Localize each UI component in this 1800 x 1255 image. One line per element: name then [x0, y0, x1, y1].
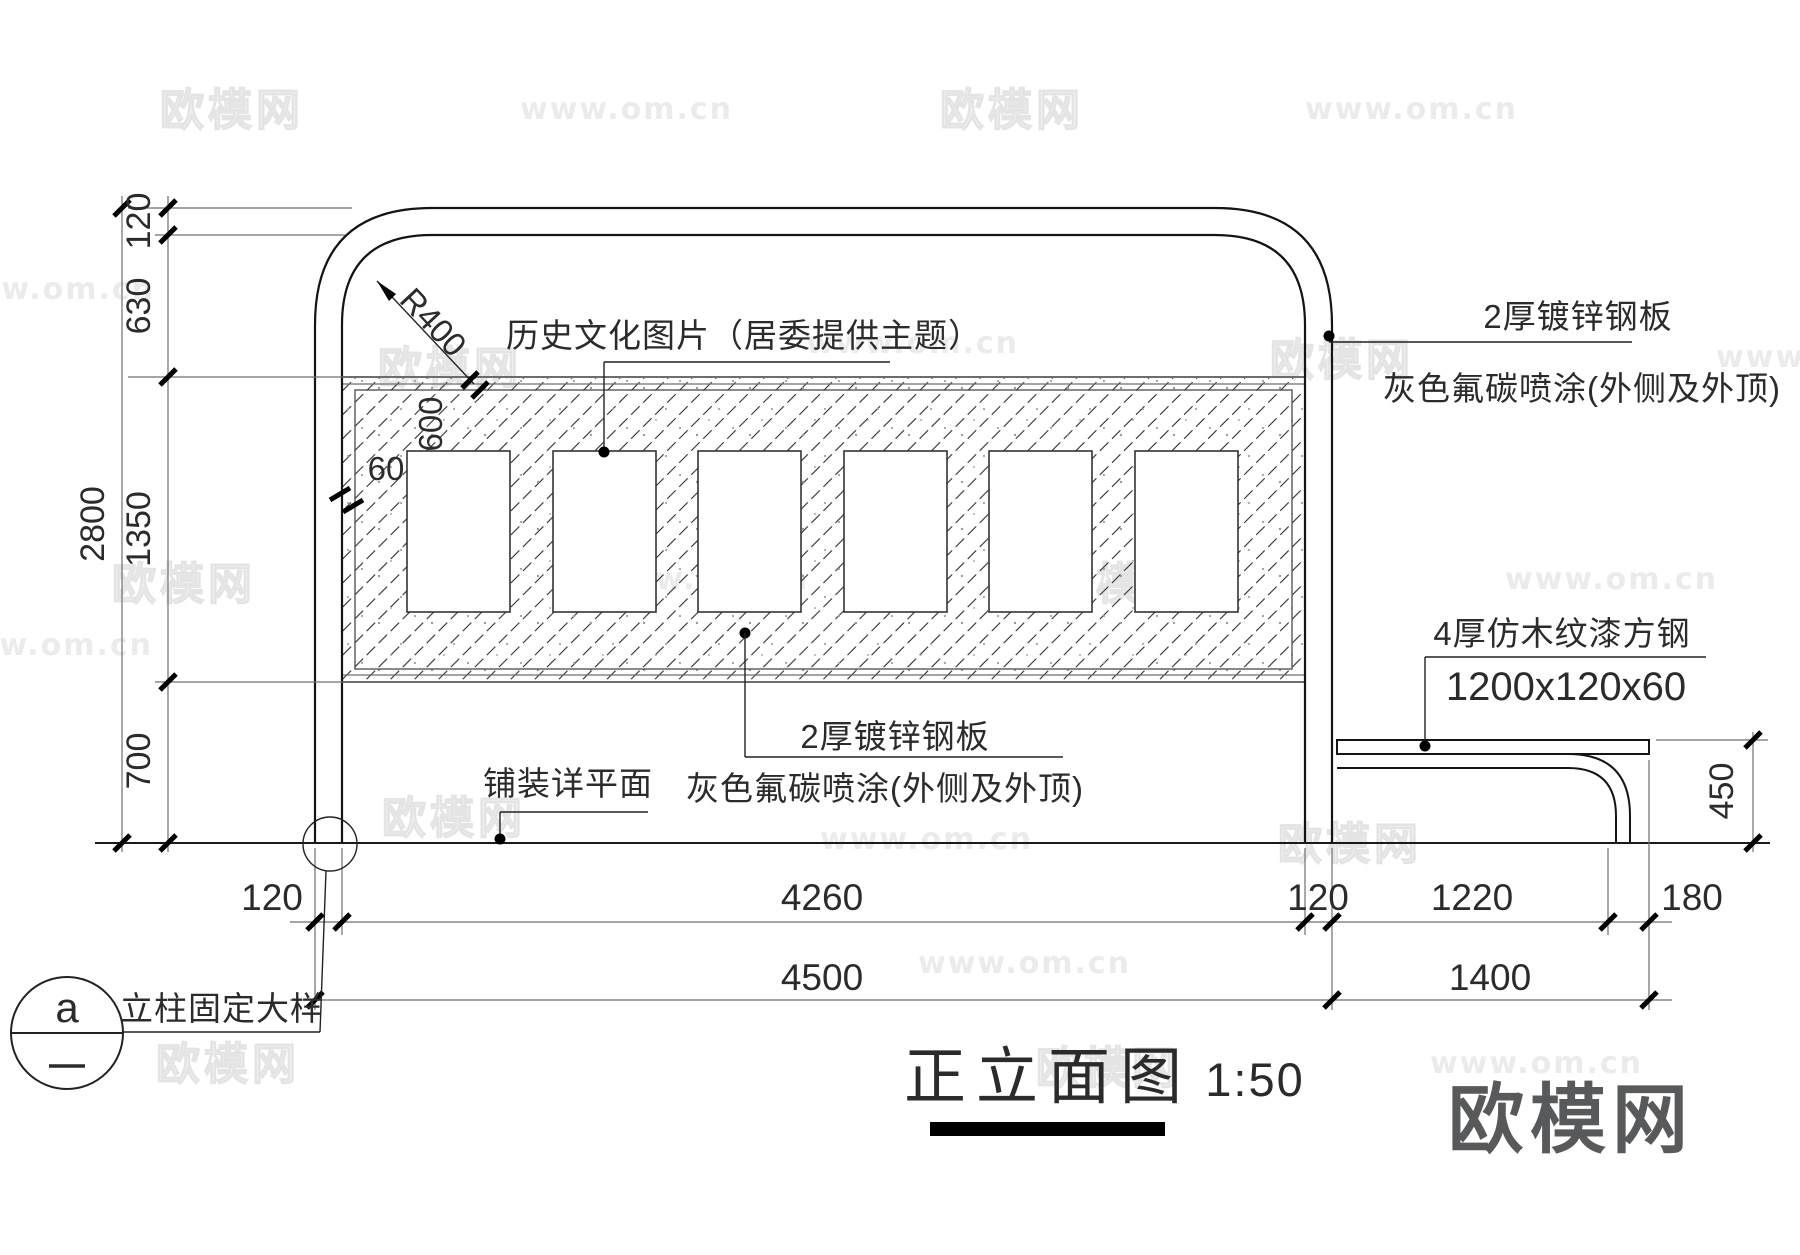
dim-bottom-4260: 4260 [781, 877, 863, 918]
dim-left-120: 120 [120, 193, 158, 250]
detail-bubble-letter: a [55, 984, 79, 1031]
drawing-title: 正立面图 1:50 [904, 1043, 1304, 1136]
dim-bottom-1400: 1400 [1449, 957, 1531, 998]
label-photo-panel: 历史文化图片（居委提供主题） [506, 317, 982, 354]
dim-left-700: 700 [120, 733, 158, 790]
bench-annotation: 4厚仿木纹漆方钢 1200x120x60 [1419, 615, 1706, 752]
dim-bottom-4500: 4500 [781, 957, 863, 998]
title-text: 正立面图 [904, 1043, 1192, 1112]
label-steel-right-1: 2厚镀锌钢板 [1483, 298, 1672, 335]
left-dimension-chain: 120 630 1350 700 2800 [74, 193, 352, 853]
frame-inner [340, 233, 1307, 843]
label-r400: R400 [393, 281, 474, 364]
label-steel-mid-1: 2厚镀锌钢板 [800, 718, 989, 755]
detail-target-circle [302, 816, 358, 872]
dim-bottom-120-left: 120 [241, 877, 303, 918]
dim-bottom-1220: 1220 [1431, 877, 1513, 918]
photo-panel [342, 376, 1305, 683]
photo-window [988, 450, 1093, 613]
steel-plate-annotation-mid: 2厚镀锌钢板 灰色氟碳喷涂(外侧及外顶) [686, 627, 1084, 807]
dim-bench-450: 450 [1703, 763, 1741, 820]
leader-dot [1419, 740, 1431, 752]
label-paving: 铺装详平面 [483, 765, 653, 802]
title-underline [930, 1122, 1165, 1136]
post-detail-callout: a 立柱固定大样 [10, 816, 358, 1090]
label-60: 60 [368, 450, 405, 487]
label-detail: 立柱固定大样 [120, 990, 324, 1027]
bench-leg-inner [1337, 767, 1617, 843]
dim-left-total-2800: 2800 [74, 486, 112, 562]
bench-height-dimension: 450 [1656, 730, 1768, 853]
dim-left-630: 630 [120, 278, 158, 335]
label-bench-1: 4厚仿木纹漆方钢 [1433, 615, 1690, 652]
photo-window [406, 450, 511, 613]
label-steel-mid-2: 灰色氟碳喷涂(外侧及外顶) [686, 770, 1084, 807]
leader-dot [494, 833, 506, 845]
frame-outer [313, 206, 1334, 843]
panel-inner-border [354, 389, 1293, 670]
label-600: 600 [412, 396, 449, 451]
bottom-dimensions: 120 4260 120 1220 180 4500 1400 [241, 760, 1723, 1010]
leader-dot [598, 446, 610, 458]
title-scale: 1:50 [1205, 1053, 1304, 1106]
label-steel-right-2: 灰色氟碳喷涂(外侧及外顶) [1383, 370, 1781, 407]
sign-frame [313, 206, 1334, 843]
label-bench-2: 1200x120x60 [1446, 665, 1686, 709]
bench-seat-slab [1336, 739, 1650, 755]
photo-window [697, 450, 802, 613]
dim-left-1350: 1350 [120, 491, 158, 567]
dim-bottom-120-right: 120 [1287, 877, 1349, 918]
photo-caption: 历史文化图片（居委提供主题） [506, 317, 982, 458]
photo-window [552, 450, 657, 613]
radius-arrow-icon [377, 281, 396, 301]
dim-bottom-180: 180 [1661, 877, 1723, 918]
leader-dot [1323, 330, 1335, 342]
photo-window [843, 450, 948, 613]
bench [1336, 739, 1650, 843]
bench-leg-outer [1337, 753, 1631, 843]
panel-edge-dims: 600 60 [328, 396, 449, 515]
steel-plate-annotation-right: 2厚镀锌钢板 灰色氟碳喷涂(外侧及外顶) [1323, 298, 1781, 407]
photo-window [1134, 450, 1239, 613]
paving-annotation: 铺装详平面 [483, 765, 653, 845]
